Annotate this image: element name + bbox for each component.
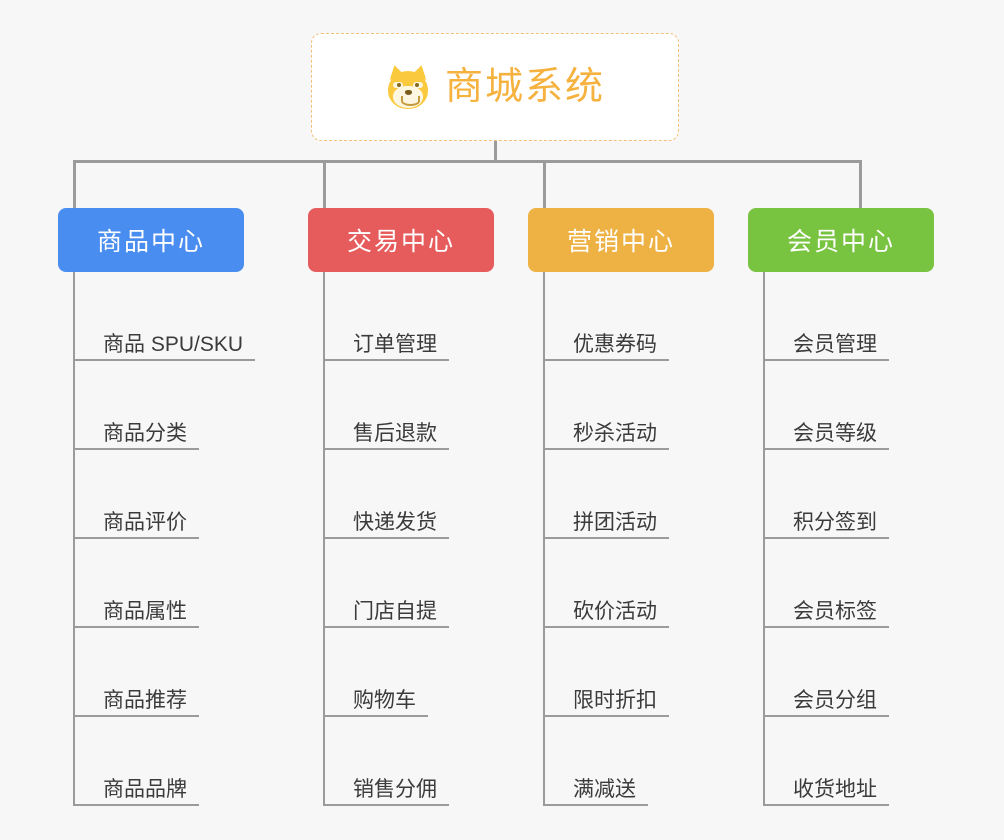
category-title: 会员中心 <box>786 228 895 256</box>
leaf-stack-member-center: 会员管理会员等级积分签到会员标签会员分组收货地址 <box>748 272 934 806</box>
leaf-item-label: 砍价活动 <box>573 599 657 623</box>
leaf-item[interactable]: 积分签到 <box>763 450 889 539</box>
branch-column-product-center: 商品中心商品 SPU/SKU 商品分类商品评价商品属性商品推荐商品品牌 <box>58 208 255 806</box>
leaf-item-label: 商品属性 <box>103 599 187 623</box>
leaf-item[interactable]: 销售分佣 <box>323 717 449 806</box>
leaf-item[interactable]: 售后退款 <box>323 361 449 450</box>
leaf-item[interactable]: 会员标签 <box>763 539 889 628</box>
leaf-item[interactable]: 门店自提 <box>323 539 449 628</box>
connector-spine <box>323 272 325 806</box>
branch-column-marketing-center: 营销中心优惠券码秒杀活动拼团活动砍价活动限时折扣满减送 <box>528 208 714 806</box>
leaf-item-label: 会员等级 <box>793 421 877 445</box>
leaf-item-label: 优惠券码 <box>573 332 657 356</box>
leaf-item[interactable]: 收货地址 <box>763 717 889 806</box>
leaf-item-label: 销售分佣 <box>353 777 437 801</box>
branch-column-trade-center: 交易中心订单管理售后退款快递发货门店自提购物车销售分佣 <box>308 208 494 806</box>
category-title: 交易中心 <box>346 228 455 256</box>
leaf-item[interactable]: 砍价活动 <box>543 539 669 628</box>
leaf-item[interactable]: 拼团活动 <box>543 450 669 539</box>
root-connector-stub <box>494 141 497 162</box>
leaf-item[interactable]: 秒杀活动 <box>543 361 669 450</box>
leaf-item-label: 门店自提 <box>353 599 437 623</box>
leaf-item[interactable]: 购物车 <box>323 628 428 717</box>
connector-drop-4 <box>859 160 862 210</box>
shiba-inu-face-icon <box>385 63 431 111</box>
leaf-item-label: 商品分类 <box>103 421 187 445</box>
connector-drop-2 <box>323 160 326 210</box>
leaf-item[interactable]: 商品品牌 <box>73 717 199 806</box>
leaf-item[interactable]: 会员分组 <box>763 628 889 717</box>
leaf-item-label: 快递发货 <box>353 510 437 534</box>
leaf-item-label: 商品品牌 <box>103 777 187 801</box>
leaf-item-label: 限时折扣 <box>573 688 657 712</box>
root-title: 商城系统 <box>444 66 605 108</box>
leaf-item[interactable]: 商品评价 <box>73 450 199 539</box>
category-box-trade-center[interactable]: 交易中心 <box>308 208 494 272</box>
connector-drop-3 <box>543 160 546 210</box>
leaf-item-label: 收货地址 <box>793 777 877 801</box>
leaf-item-label: 拼团活动 <box>573 510 657 534</box>
leaf-item-label: 购物车 <box>353 688 416 712</box>
connector-bus-bar <box>73 160 862 163</box>
leaf-item-label: 商品 SPU/SKU <box>103 332 244 356</box>
leaf-stack-product-center: 商品 SPU/SKU 商品分类商品评价商品属性商品推荐商品品牌 <box>58 272 255 806</box>
leaf-item-label: 积分签到 <box>793 510 877 534</box>
root-node[interactable]: 商城系统 <box>311 33 679 141</box>
leaf-item[interactable]: 商品属性 <box>73 539 199 628</box>
leaf-stack-trade-center: 订单管理售后退款快递发货门店自提购物车销售分佣 <box>308 272 494 806</box>
leaf-item[interactable]: 商品分类 <box>73 361 199 450</box>
leaf-item[interactable]: 满减送 <box>543 717 648 806</box>
leaf-item-label: 秒杀活动 <box>573 421 657 445</box>
leaf-item[interactable]: 快递发货 <box>323 450 449 539</box>
leaf-item[interactable]: 会员管理 <box>763 272 889 361</box>
connector-spine <box>73 272 75 806</box>
connector-drop-1 <box>73 160 76 210</box>
leaf-item-label: 订单管理 <box>353 332 437 356</box>
leaf-stack-marketing-center: 优惠券码秒杀活动拼团活动砍价活动限时折扣满减送 <box>528 272 714 806</box>
leaf-item[interactable]: 限时折扣 <box>543 628 669 717</box>
category-box-member-center[interactable]: 会员中心 <box>748 208 934 272</box>
leaf-item-label: 售后退款 <box>353 421 437 445</box>
leaf-item[interactable]: 优惠券码 <box>543 272 669 361</box>
category-title: 商品中心 <box>96 228 205 256</box>
leaf-item-label: 满减送 <box>573 777 636 801</box>
leaf-item-label: 商品推荐 <box>103 688 187 712</box>
branch-column-member-center: 会员中心会员管理会员等级积分签到会员标签会员分组收货地址 <box>748 208 934 806</box>
connector-spine <box>543 272 545 806</box>
category-box-marketing-center[interactable]: 营销中心 <box>528 208 714 272</box>
leaf-item[interactable]: 会员等级 <box>763 361 889 450</box>
category-box-product-center[interactable]: 商品中心 <box>58 208 244 272</box>
leaf-item[interactable]: 订单管理 <box>323 272 449 361</box>
leaf-item-label: 会员标签 <box>793 599 877 623</box>
connector-spine <box>763 272 765 806</box>
category-title: 营销中心 <box>566 228 675 256</box>
leaf-item-label: 会员管理 <box>793 332 877 356</box>
leaf-item[interactable]: 商品 SPU/SKU <box>73 272 255 361</box>
leaf-item-label: 商品评价 <box>103 510 187 534</box>
leaf-item[interactable]: 商品推荐 <box>73 628 199 717</box>
leaf-item-label: 会员分组 <box>793 688 877 712</box>
